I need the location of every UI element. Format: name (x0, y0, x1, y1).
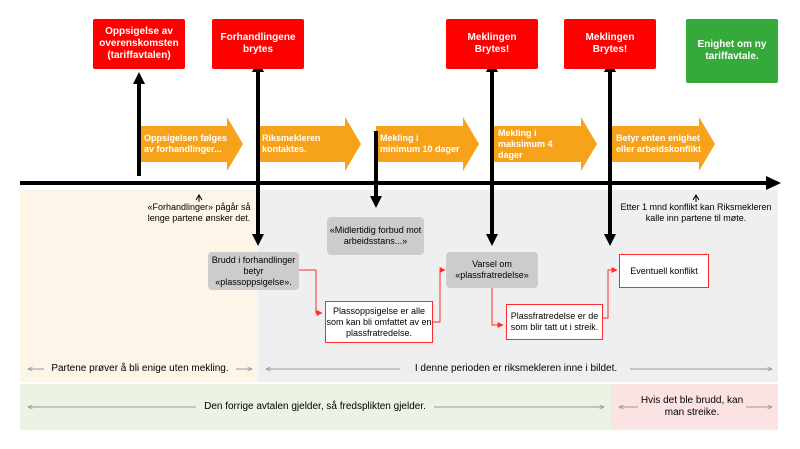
box-eventuell-konflikt: Eventuell konflikt (619, 254, 709, 288)
box-plassoppsigelse: Plassoppsigelse er alle som kan bli omfa… (325, 301, 433, 343)
box-brudd: Brudd i forhandlinger betyr «plassoppsig… (208, 252, 299, 290)
step-chevron-1 (140, 117, 243, 171)
box-forhandlingene-brytes: Forhandlingene brytes (212, 19, 304, 69)
band-label-streike: Hvis det ble brudd, kan man streike. (640, 395, 744, 418)
step-chevron-4 (494, 117, 597, 171)
box-midlertidig-forbud: «Midlertidig forbud mot arbeidsstans...» (327, 217, 424, 255)
box-enighet: Enighet om ny tariffavtale. (686, 19, 778, 83)
box-oppsigelse-text: Oppsigelse av overenskomsten (tariffavta… (99, 26, 179, 61)
step-3-text: Mekling i minimum 10 dager (380, 133, 460, 154)
step-4-text: Mekling i maksimum 4 dager (498, 127, 553, 160)
band-label-riksmekleren: I denne perioden er riksmekleren inne i … (414, 363, 618, 374)
band-label-uten-mekling: Partene prøver å bli enige uten mekling. (51, 363, 229, 374)
step-3: Mekling i minimum 10 dager (376, 117, 466, 171)
step-1-text: Oppsigelsen følges av forhandlinger... (144, 133, 228, 154)
step-5-text: Betyr enten enighet eller arbeidskonflik… (616, 133, 702, 154)
step-chevron-3 (376, 117, 479, 171)
step-5: Betyr enten enighet eller arbeidskonflik… (612, 117, 708, 171)
step-4: Mekling i maksimum 4 dager (494, 117, 584, 171)
note-forhandlinger: «Forhandlinger» pågår så lenge partene ø… (147, 202, 251, 223)
box-oppsigelse: Oppsigelse av overenskomsten (tariffavta… (93, 19, 185, 69)
step-2-text: Riksmekleren kontaktes. (262, 133, 321, 154)
band-label-fredsplikt: Den forrige avtalen gjelder, så fredspli… (204, 401, 426, 412)
box-enighet-text: Enighet om ny tariffavtale. (697, 39, 767, 62)
box-meklingen-brytes-1-text: Meklingen Brytes! (467, 32, 517, 55)
box-plassfratredelse: Plassfratredelse er de som blir tatt ut … (506, 304, 603, 340)
step-1: Oppsigelsen følges av forhandlinger... (140, 117, 230, 171)
box-meklingen-brytes-2: Meklingen Brytes! (564, 19, 656, 69)
step-chevrons (140, 117, 715, 171)
box-meklingen-brytes-1: Meklingen Brytes! (446, 19, 538, 69)
note-etter: Etter 1 mnd konflikt kan Riksmekleren ka… (620, 202, 772, 223)
timeline-arrowhead (766, 176, 781, 190)
step-chevron-5 (612, 117, 715, 171)
step-2: Riksmekleren kontaktes. (258, 117, 348, 171)
box-meklingen-brytes-2-text: Meklingen Brytes! (585, 32, 635, 55)
box-varsel: Varsel om «plassfratredelse» (446, 252, 538, 288)
box-forhandlingene-brytes-text: Forhandlingene brytes (220, 32, 296, 55)
step-chevron-2 (258, 117, 361, 171)
